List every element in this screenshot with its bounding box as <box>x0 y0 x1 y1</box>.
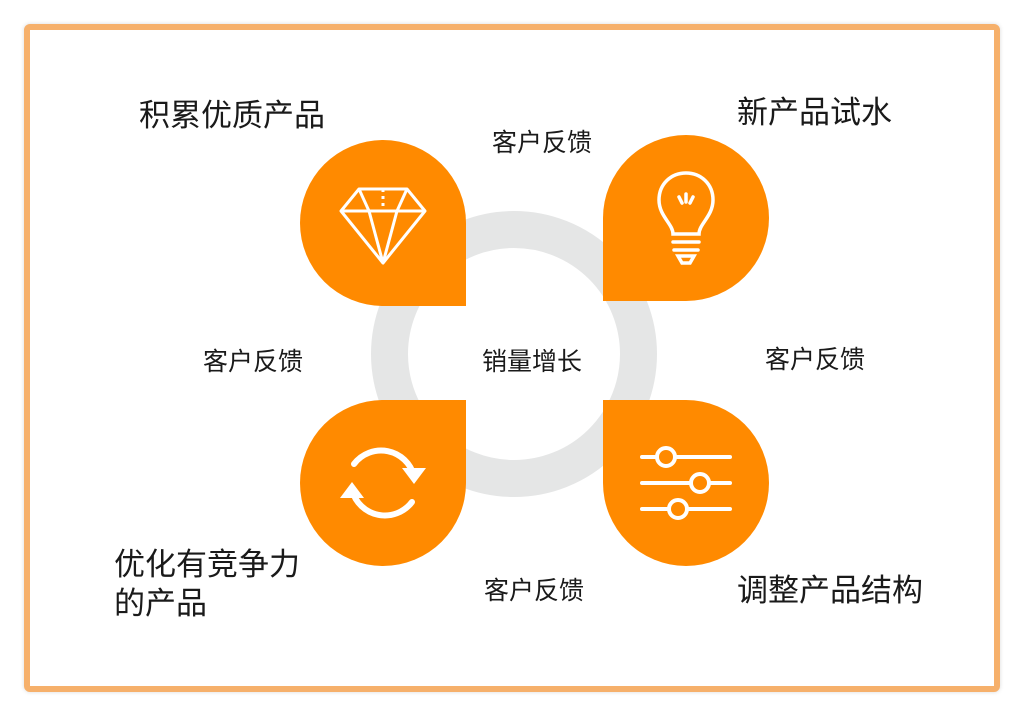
petal-adjust-structure <box>603 400 769 566</box>
stage-label-bottom-left-line1: 优化有竞争力 <box>114 547 300 583</box>
refresh-cycle-icon <box>340 447 426 519</box>
petal-new-product-trial <box>603 135 769 301</box>
feedback-label-left: 客户反馈 <box>203 347 304 376</box>
feedback-label-bottom: 客户反馈 <box>484 576 585 605</box>
stage-label-top-left: 积累优质产品 <box>139 98 325 134</box>
center-label: 销量增长 <box>482 347 583 376</box>
stage-label-bottom-left-line2: 的产品 <box>114 586 207 622</box>
stage-label-bottom-right: 调整产品结构 <box>737 573 923 609</box>
diamond-icon <box>339 187 427 265</box>
sliders-icon <box>640 446 732 520</box>
stage-label-top-right: 新产品试水 <box>737 95 892 131</box>
feedback-label-right: 客户反馈 <box>765 345 866 374</box>
petal-optimize-products <box>300 400 466 566</box>
lightbulb-icon <box>657 171 715 265</box>
feedback-label-top: 客户反馈 <box>492 128 593 157</box>
petal-quality-products <box>300 140 466 306</box>
